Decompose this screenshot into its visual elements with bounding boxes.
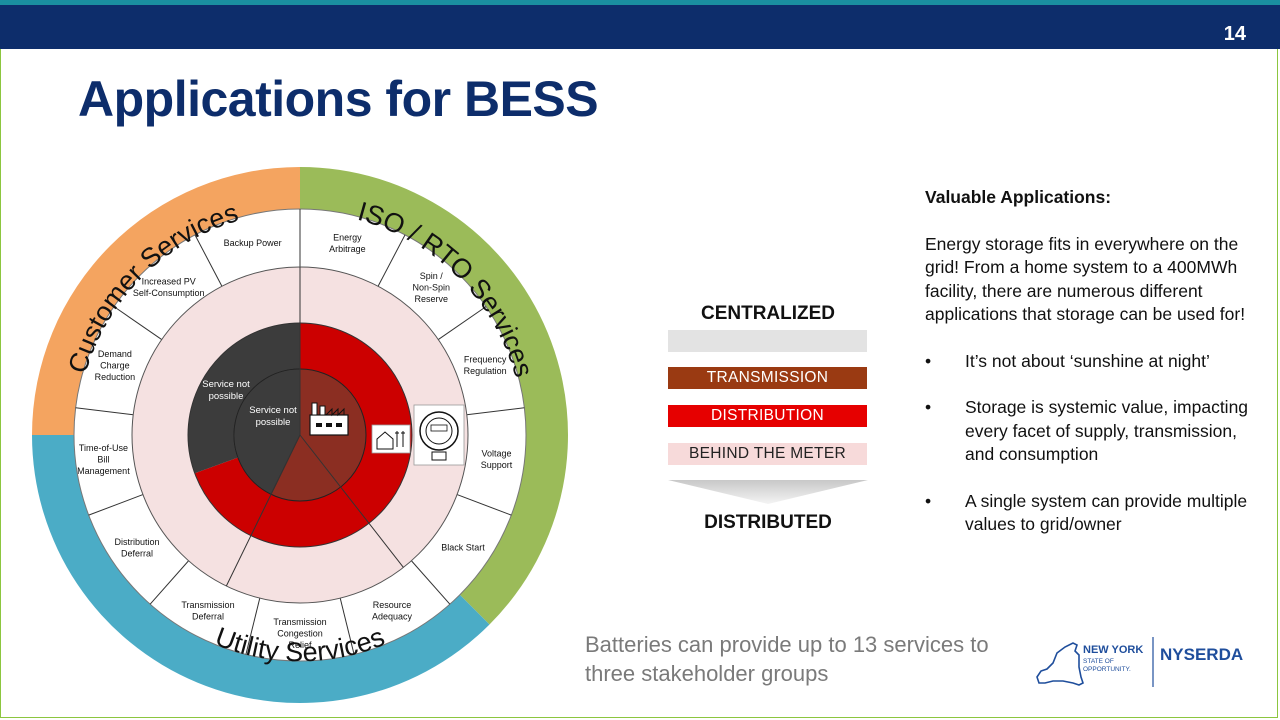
service-divider [377,234,406,287]
tier-transmission-bar: TRANSMISSION [668,367,867,389]
service-divider [194,234,223,287]
bullet-text: Storage is systemic value, impacting eve… [965,397,1249,464]
group-band [32,167,300,435]
tier-behind-meter-bar: BEHIND THE METER [668,443,867,465]
factory-icon [309,402,349,436]
panel-heading: Valuable Applications: [925,187,1112,207]
bullet-icon: • [925,397,932,417]
logo-agency: NYSERDA [1160,645,1243,664]
service-divider [75,407,134,416]
service-divider [466,407,525,416]
bullet-item: • Storage is systemic value, impacting ev… [925,396,1265,467]
logo-tagline-2: OPPORTUNITY. [1083,666,1131,673]
electric-meter-icon [413,404,465,466]
service-divider [113,306,163,340]
tier-generation-bar [668,330,867,352]
logo-tagline-1: STATE OF [1083,658,1114,665]
centralized-label: CENTRALIZED [700,303,836,324]
top-accent-strip [0,0,1280,5]
logo-state-name: NEW YORK [1083,644,1143,656]
slide-caption: Batteries can provide up to 13 services … [585,632,989,686]
bullet-text: It’s not about ‘sunshine at night’ [965,350,1210,371]
service-divider [411,560,451,605]
new-york-state-outline-icon [1036,642,1084,686]
bullet-item: • It’s not about ‘sunshine at night’ [925,350,1265,374]
bullet-icon: • [925,490,932,511]
segment-divider [225,434,301,587]
service-divider [339,597,355,655]
house-solar-icon [371,424,411,454]
service-label: Black Start [441,542,485,552]
bullet-text: A single system can provide multiple val… [965,490,1248,535]
down-arrow-icon [668,480,868,504]
slide-title: Applications for BESS [78,71,599,127]
bullet-item: • A single system can provide multiple va… [925,490,1265,537]
group-band [300,167,568,625]
service-divider [88,494,144,516]
service-divider [456,494,512,516]
bullet-icon: • [925,350,932,371]
panel-body: Energy storage fits in everywhere on the… [925,233,1246,325]
service-divider [245,597,261,655]
service-divider [437,306,487,340]
service-divider [149,560,189,605]
applications-panel: Valuable Applications: Energy storage fi… [925,186,1265,560]
header-bar: 14 [0,5,1280,49]
service-label: Backup Power [224,238,282,248]
page-number: 14 [1223,23,1246,45]
nys-nyserda-logo: NEW YORK STATE OF OPPORTUNITY. NYSERDA [1036,637,1243,687]
distributed-label: DISTRIBUTED [704,512,832,533]
group-band [32,435,490,703]
tier-distribution-bar: DISTRIBUTION [668,405,867,427]
not-possible-core [233,368,301,495]
bullet-list: • It’s not about ‘sunshine at night’ • Sto… [925,350,1265,537]
segment-divider [299,434,404,568]
